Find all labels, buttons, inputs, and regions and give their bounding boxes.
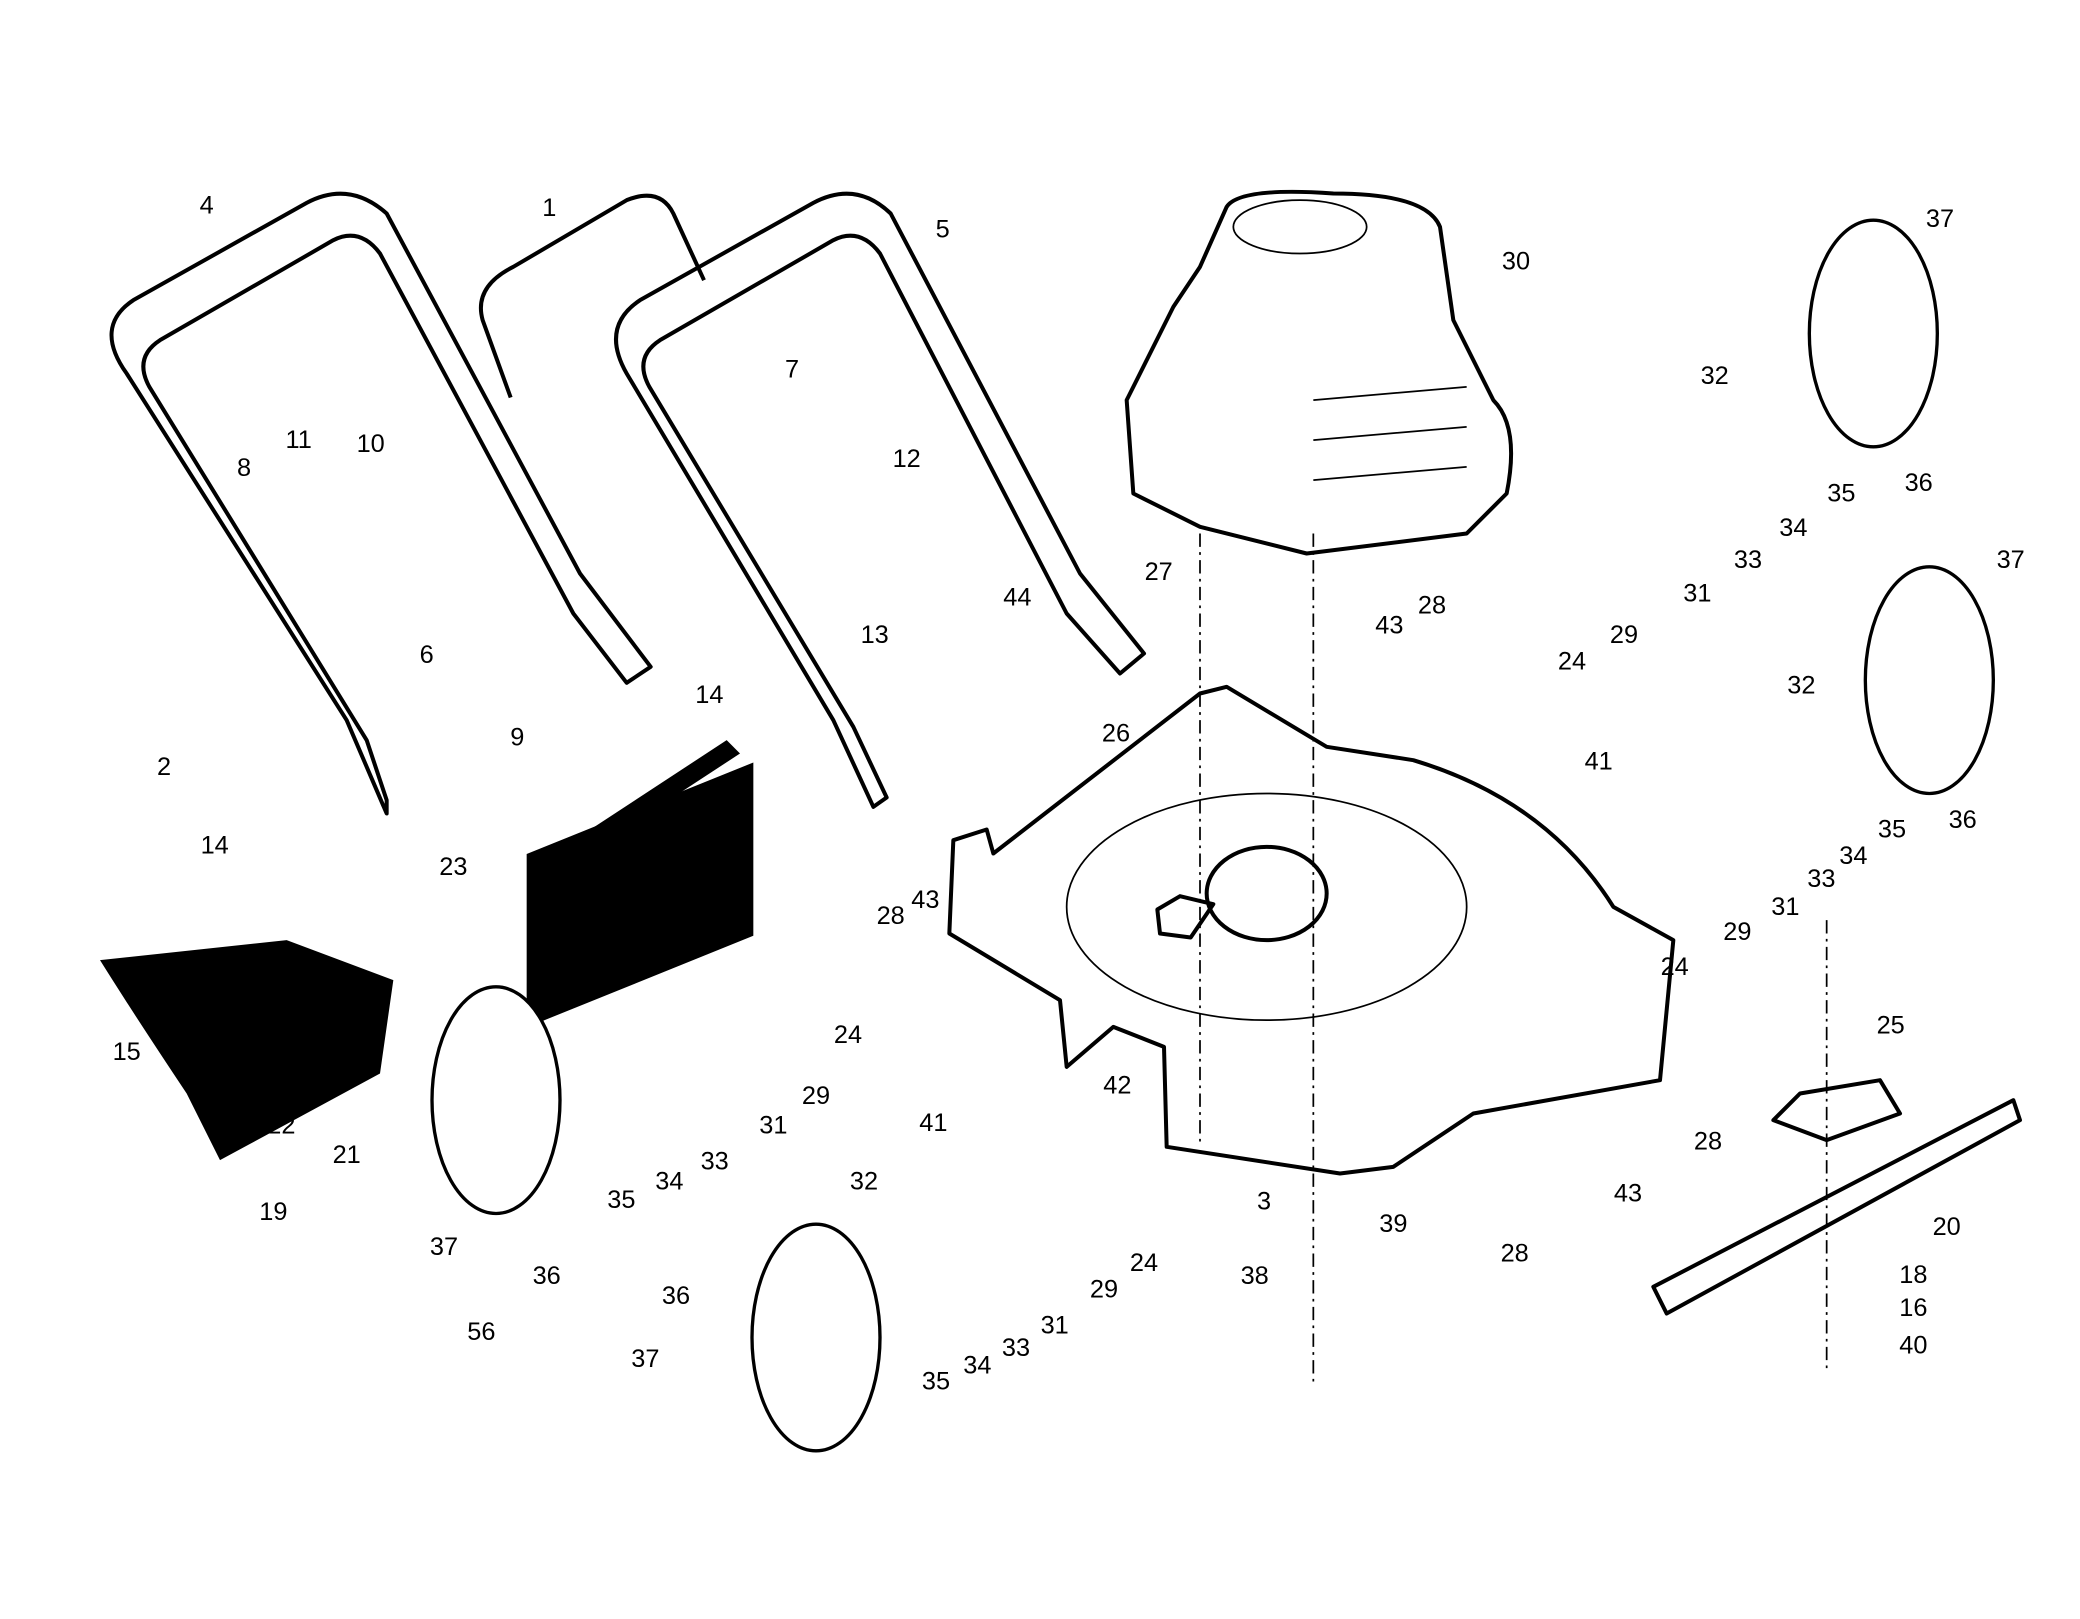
part-label: 14: [201, 832, 229, 860]
part-label: 38: [1241, 1262, 1269, 1290]
part-label: 24: [1661, 953, 1689, 981]
engine-axis-line: [1199, 533, 1315, 1387]
part-label: 36: [1905, 469, 1933, 497]
part-label: 34: [963, 1352, 991, 1380]
part-label: 9: [510, 724, 524, 752]
part-label: 42: [1103, 1072, 1131, 1100]
part-label: 29: [1723, 918, 1751, 946]
part-label: 29: [802, 1082, 830, 1110]
part-label: 37: [430, 1233, 458, 1261]
part-label: 25: [1877, 1012, 1905, 1040]
part-label: 43: [911, 886, 939, 914]
part-label: 24: [1130, 1249, 1158, 1277]
engine: [1124, 189, 1514, 556]
part-label: 4: [200, 192, 214, 220]
part-label: 35: [1827, 480, 1855, 508]
part-label: 36: [662, 1282, 690, 1310]
part-label: 16: [1899, 1294, 1927, 1322]
mower-deck: [947, 684, 1676, 1176]
part-label: 34: [1779, 514, 1807, 542]
part-label: 10: [357, 430, 385, 458]
part-label: 35: [1878, 816, 1906, 844]
blade-adapter: [1771, 1078, 1902, 1143]
part-label: 31: [759, 1112, 787, 1140]
part-label: 15: [113, 1038, 141, 1066]
part-label: 31: [1041, 1312, 1069, 1340]
part-label: 32: [850, 1168, 878, 1196]
part-label: 12: [893, 445, 921, 473]
part-label: 37: [1926, 205, 1954, 233]
discharge-chute-flap: [526, 740, 754, 1028]
blade: [1651, 1098, 2022, 1316]
part-label: 37: [1997, 546, 2025, 574]
part-label: 29: [1090, 1276, 1118, 1304]
part-label: 14: [695, 681, 723, 709]
part-label: 21: [333, 1141, 361, 1169]
part-label: 33: [1002, 1334, 1030, 1362]
right-handle: [614, 191, 1146, 809]
part-label: 32: [566, 973, 594, 1001]
part-label: 5: [936, 216, 950, 244]
part-label: 35: [607, 1186, 635, 1214]
part-label: 32: [1787, 672, 1815, 700]
wheels: [430, 218, 1995, 1453]
part-label: 29: [1610, 621, 1638, 649]
part-label: 22: [267, 1112, 295, 1140]
part-label: 37: [631, 1345, 659, 1373]
part-label: 43: [1614, 1180, 1642, 1208]
part-label: 28: [1694, 1128, 1722, 1156]
part-label: 28: [877, 902, 905, 930]
part-label: 36: [1949, 806, 1977, 834]
part-label: 41: [919, 1109, 947, 1137]
part-label: 20: [1933, 1213, 1961, 1241]
left-handle: [109, 191, 653, 816]
part-label: 24: [1558, 648, 1586, 676]
part-label: 3: [1257, 1188, 1271, 1216]
upper-handle-bar: [478, 193, 706, 399]
part-label: 34: [1839, 842, 1867, 870]
part-label: 28: [1501, 1240, 1529, 1268]
rear-guard: [100, 940, 394, 1161]
part-label: 56: [467, 1318, 495, 1346]
part-label: 31: [1683, 580, 1711, 608]
part-label: 30: [1502, 248, 1530, 276]
part-label: 13: [861, 621, 889, 649]
part-label: 28: [1418, 592, 1446, 620]
part-label: 7: [785, 356, 799, 384]
part-label: 39: [1379, 1210, 1407, 1238]
part-label: 44: [1003, 584, 1031, 612]
part-label: 33: [1734, 546, 1762, 574]
part-label: 18: [1899, 1261, 1927, 1289]
part-label: 35: [922, 1368, 950, 1396]
part-label: 34: [655, 1168, 683, 1196]
part-label: 33: [701, 1148, 729, 1176]
part-label: 1: [542, 194, 556, 222]
part-label: 23: [439, 853, 467, 881]
part-label: 43: [1375, 612, 1403, 640]
part-label: 40: [1899, 1332, 1927, 1360]
part-label: 11: [286, 426, 312, 454]
part-label: 26: [1102, 720, 1130, 748]
part-label: 6: [420, 641, 434, 669]
part-label: 19: [259, 1198, 287, 1226]
part-label: 33: [1807, 865, 1835, 893]
part-label: 31: [1771, 893, 1799, 921]
part-label: 27: [1145, 558, 1173, 586]
part-label: 36: [533, 1262, 561, 1290]
part-label: 24: [834, 1021, 862, 1049]
part-label: 41: [1585, 748, 1613, 776]
part-label: 2: [157, 753, 171, 781]
part-label: 8: [237, 454, 251, 482]
part-label: 32: [1701, 362, 1729, 390]
